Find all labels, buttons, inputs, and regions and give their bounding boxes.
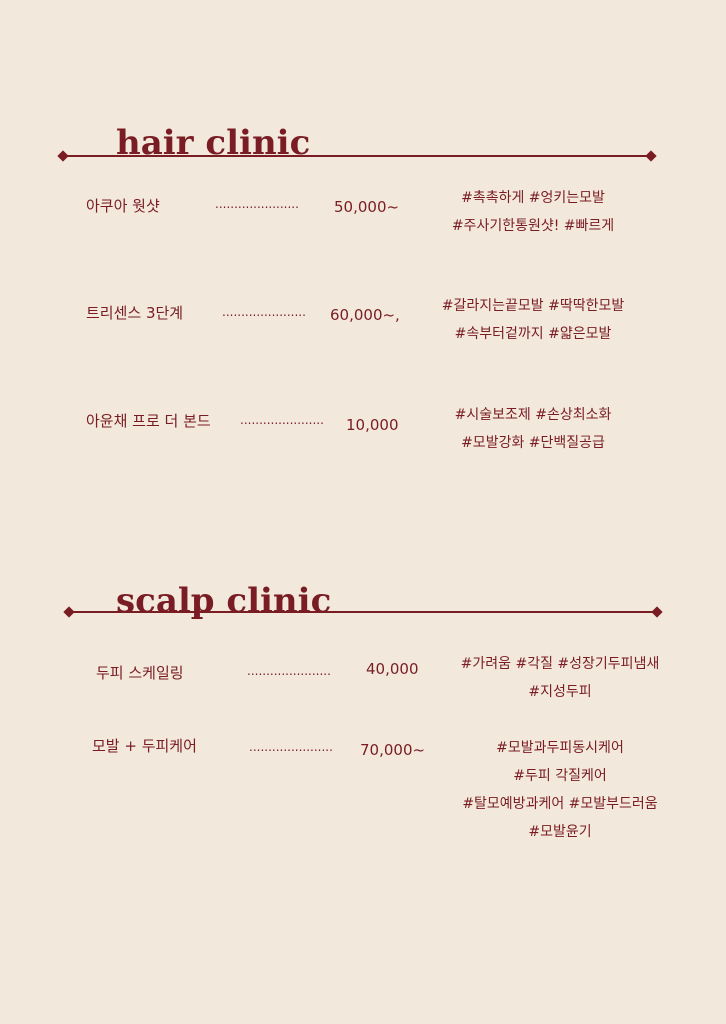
item-name: 아쿠아 웟샷 <box>86 197 160 215</box>
tag-line: #시술보조제 #손상최소화 <box>454 407 612 423</box>
item-name: 모발 + 두피케어 <box>92 737 197 755</box>
item-tags: #촉촉하게 #엉키는모발 #주사기한통원샷! #빠르게 <box>413 184 653 240</box>
item-tags: #모발과두피동시케어 #두피 각질케어 #탈모예방과케어 #모발부드러움 #모발… <box>440 734 680 846</box>
item-name: 아윤채 프로 더 본드 <box>86 412 211 430</box>
item-price: 60,000~, <box>330 306 400 324</box>
item-name: 트리센스 3단계 <box>86 304 184 322</box>
item-name: 두피 스케일링 <box>96 664 184 682</box>
tag-line: #가려움 #각질 #성장기두피냄새 <box>460 656 660 672</box>
tag-line: #속부터겉까지 #얇은모발 <box>454 326 612 342</box>
item-price: 10,000 <box>346 416 399 434</box>
scalp-clinic-rule <box>69 611 657 613</box>
hair-clinic-rule <box>63 155 651 157</box>
item-tags: #가려움 #각질 #성장기두피냄새 #지성두피 <box>440 650 680 706</box>
tag-line: #모발윤기 <box>528 824 592 840</box>
dotted-leader: ...................... <box>249 740 333 754</box>
tag-line: #탈모예방과케어 #모발부드러움 <box>462 796 658 812</box>
tag-line: #촉촉하게 #엉키는모발 <box>461 190 605 206</box>
item-price: 50,000~ <box>334 198 400 216</box>
tag-line: #갈라지는끝모발 #딱딱한모발 <box>441 298 625 314</box>
tag-line: #지성두피 <box>528 684 592 700</box>
item-tags: #갈라지는끝모발 #딱딱한모발 #속부터겉까지 #얇은모발 <box>413 292 653 348</box>
tag-line: #두피 각질케어 <box>513 768 607 784</box>
dotted-leader: ...................... <box>222 305 306 319</box>
tag-line: #모발강화 #단백질공급 <box>461 435 605 451</box>
hair-clinic-title: hair clinic <box>116 123 311 163</box>
dotted-leader: ...................... <box>215 197 299 211</box>
item-price: 70,000~ <box>360 741 426 759</box>
tag-line: #모발과두피동시케어 <box>496 740 624 756</box>
item-price: 40,000 <box>366 660 419 678</box>
rule-right-diamond <box>645 150 657 162</box>
item-tags: #시술보조제 #손상최소화 #모발강화 #단백질공급 <box>413 401 653 457</box>
rule-right-diamond <box>651 606 663 618</box>
dotted-leader: ...................... <box>240 413 324 427</box>
dotted-leader: ...................... <box>247 664 331 678</box>
tag-line: #주사기한통원샷! #빠르게 <box>451 218 615 234</box>
